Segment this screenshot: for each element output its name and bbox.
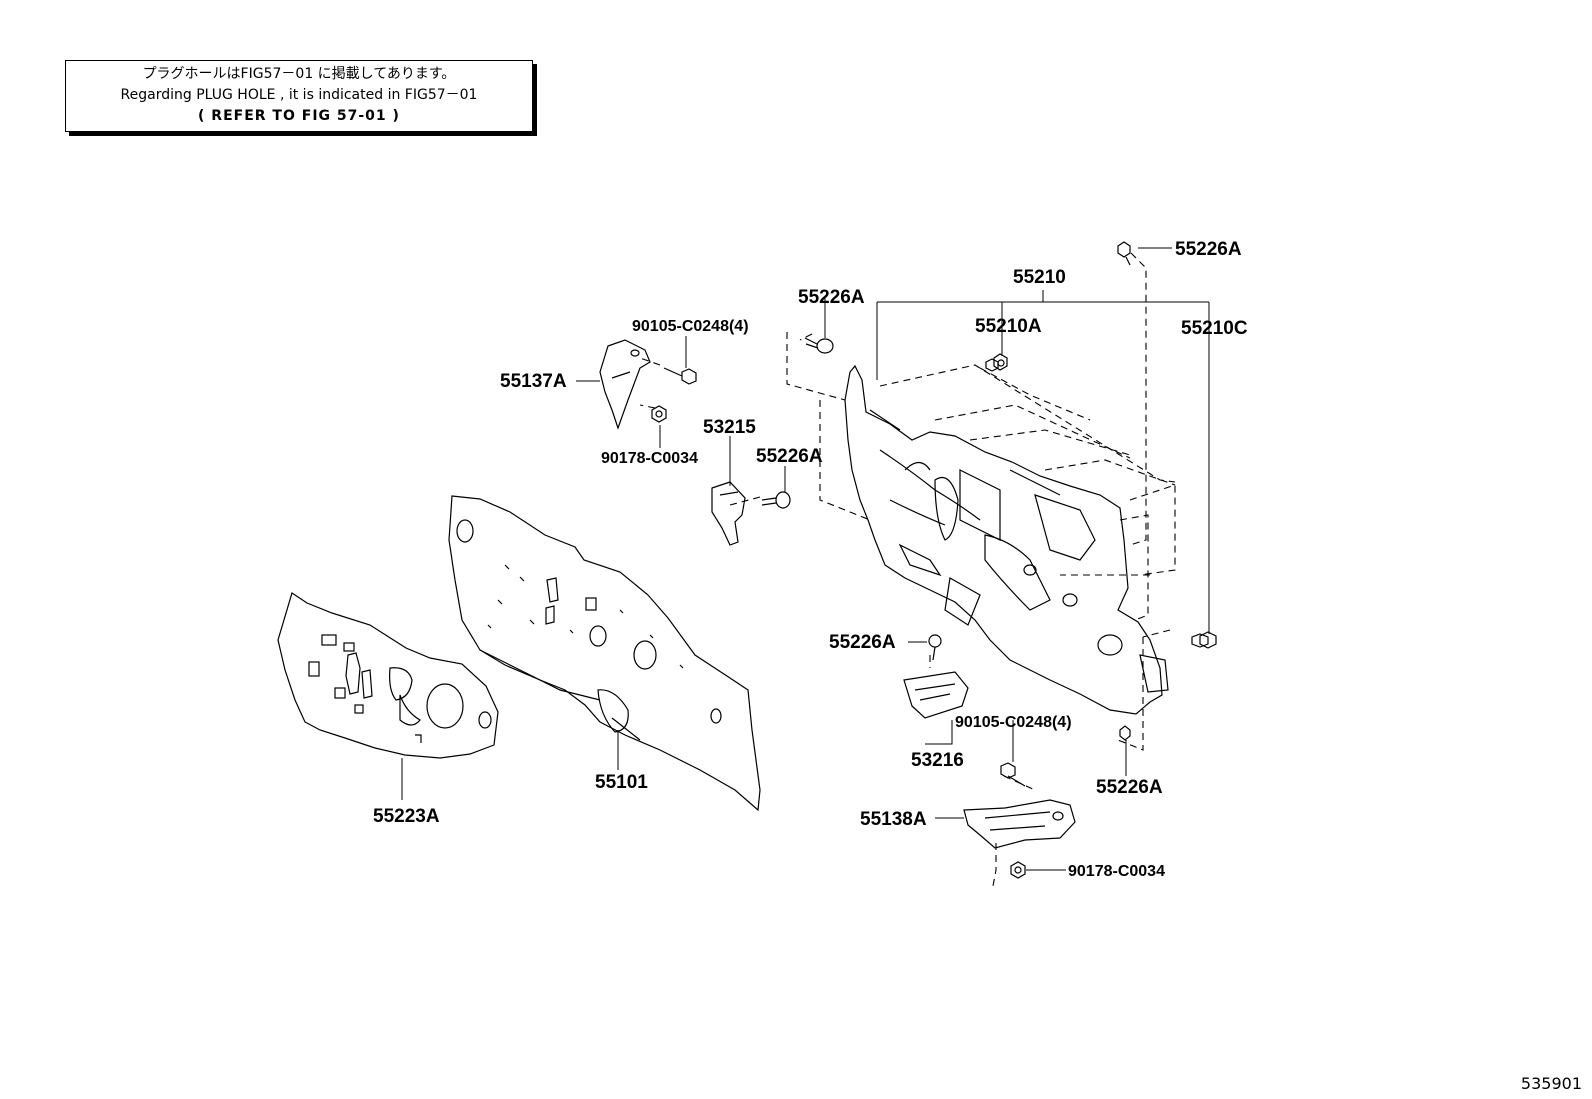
note-english-line: Regarding PLUG HOLE , it is indicated in… xyxy=(120,87,478,103)
label-55137A: 55137A xyxy=(500,371,567,392)
clip-55226A-lower-right xyxy=(1119,725,1131,741)
dash-panel-55101 xyxy=(448,495,761,812)
insulator-panel-55223A xyxy=(277,592,499,759)
nut-55210C xyxy=(1191,631,1217,649)
label-55226A-lower-right: 55226A xyxy=(1096,777,1163,798)
label-55138A: 55138A xyxy=(860,809,927,830)
nut-90178-lower xyxy=(1010,861,1026,879)
clip-55226A-lower-left xyxy=(928,634,942,661)
label-90178-upper: 90178-C0034 xyxy=(601,450,698,467)
figure-number: 535901 xyxy=(1520,1074,1582,1093)
label-90178-lower: 90178-C0034 xyxy=(1068,863,1165,880)
label-55210A: 55210A xyxy=(975,316,1042,337)
label-90105-upper: 90105-C0248(4) xyxy=(632,318,749,335)
dash-silencer-55210 xyxy=(844,364,1169,715)
label-55210: 55210 xyxy=(1013,267,1066,288)
bolt-90105-upper xyxy=(663,367,697,385)
plug-hole-note: プラグホールはFIG57－01 に掲載してあります。 Regarding PLU… xyxy=(65,60,533,132)
note-japanese-line: プラグホールはFIG57－01 に掲載してあります。 xyxy=(142,66,456,82)
label-55226A-upper-left: 55226A xyxy=(798,287,865,308)
clip-55226A-top-right xyxy=(1117,241,1131,266)
label-55223A: 55223A xyxy=(373,806,440,827)
bracket-55137A xyxy=(599,339,651,430)
part-labels: 55226A 55210 55226A 90105-C0248(4) 55210… xyxy=(373,239,1248,880)
clip-55226A-mid xyxy=(761,491,791,509)
nut-90178-upper xyxy=(651,405,667,423)
bracket-53216 xyxy=(903,671,969,719)
bracket-55138A xyxy=(963,799,1076,849)
label-53215: 53215 xyxy=(703,417,756,438)
assembly-guide-lines xyxy=(639,252,1176,887)
label-53216: 53216 xyxy=(911,750,964,771)
clip-55226A-upper-left xyxy=(804,337,834,354)
nut-55210A xyxy=(985,353,1008,372)
label-55101: 55101 xyxy=(595,772,648,793)
label-55226A-mid: 55226A xyxy=(756,446,823,467)
bolt-90105-lower xyxy=(1000,762,1026,787)
label-90105-lower: 90105-C0248(4) xyxy=(955,714,1072,731)
label-55210C: 55210C xyxy=(1181,318,1248,339)
bracket-53215 xyxy=(711,481,746,546)
label-55226A-top-right: 55226A xyxy=(1175,239,1242,260)
label-55226A-lower-left: 55226A xyxy=(829,632,896,653)
note-reference-line: ( REFER TO FIG 57-01 ) xyxy=(198,108,400,124)
leader-lines xyxy=(401,247,1210,871)
